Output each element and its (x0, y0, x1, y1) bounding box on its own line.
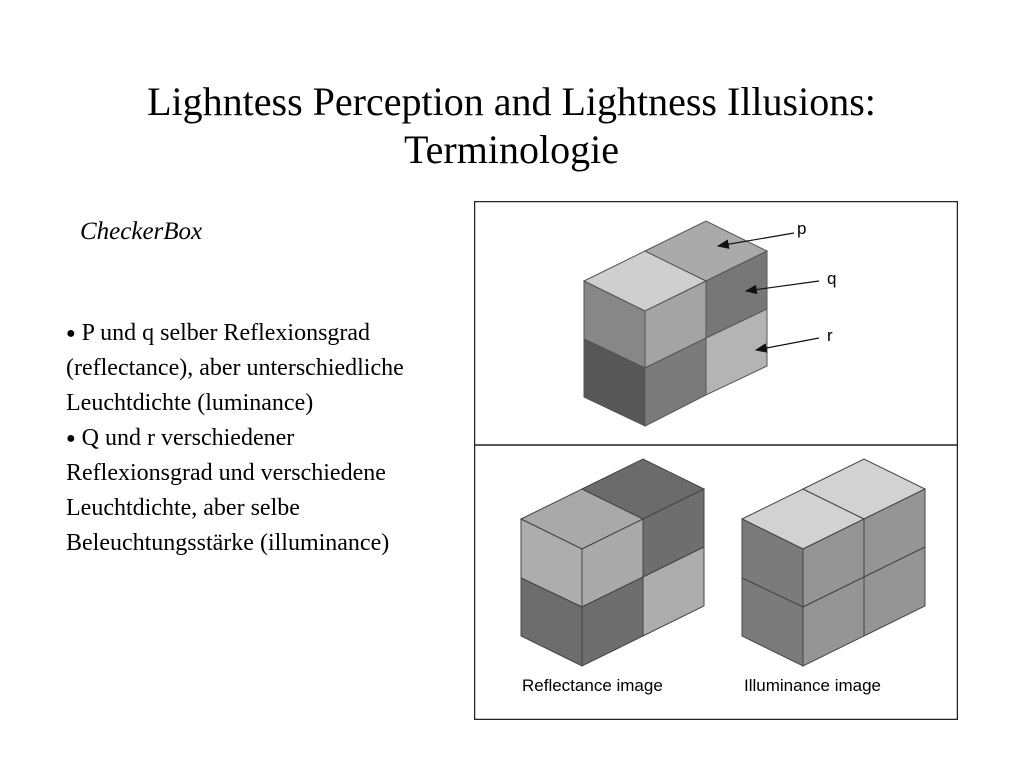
bullet-dot-icon: ● (66, 430, 76, 447)
side-face-tile-r (705, 308, 768, 396)
label-q: q (827, 269, 836, 288)
title-line-1: Lighntess Perception and Lightness Illus… (147, 79, 876, 124)
bullet-item-2: ●Q und r verschiedener Reflexionsgrad un… (66, 421, 426, 561)
label-p: p (797, 219, 806, 238)
subtitle-checkerbox: CheckerBox (80, 218, 203, 245)
reflectance-side-tile (642, 546, 705, 637)
arrow-q (744, 280, 820, 295)
title-line-2: Terminologie (404, 127, 619, 172)
bullet-text-2: Q und r verschiedener Reflexionsgrad und… (66, 425, 390, 556)
slide-title: Lighntess Perception and Lightness Illus… (0, 78, 1023, 174)
caption-reflectance: Reflectance image (522, 676, 663, 695)
checker-box-top (582, 220, 769, 427)
label-r: r (827, 326, 833, 345)
checkerbox-figure: p q r (474, 201, 958, 720)
bullet-text-1: P und q selber Reflexionsgrad (reflectan… (66, 320, 404, 416)
illuminance-side-tile (863, 546, 926, 637)
arrow-p (716, 232, 795, 249)
checkerbox-illustration: p q r (474, 201, 958, 720)
bullet-item-1: ●P und q selber Reflexionsgrad (reflecta… (66, 316, 426, 421)
illuminance-box (740, 458, 927, 667)
arrow-r (754, 337, 820, 353)
bullet-dot-icon: ● (66, 325, 76, 342)
bullet-list: ●P und q selber Reflexionsgrad (reflecta… (66, 316, 426, 561)
caption-illuminance: Illuminance image (744, 676, 881, 695)
reflectance-box (519, 458, 706, 667)
